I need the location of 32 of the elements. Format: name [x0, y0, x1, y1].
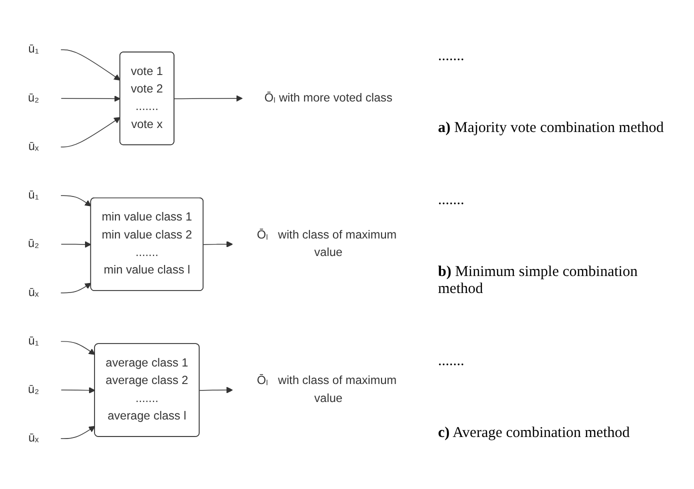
- node-label: value: [314, 392, 342, 406]
- arrow: [60, 50, 120, 81]
- node-label: value: [314, 246, 342, 260]
- node-text: Ōₗ with class of maximum: [256, 374, 397, 388]
- node-text: ūₓ: [28, 432, 39, 445]
- caption-text: b) Minimum simple combination method: [438, 264, 639, 298]
- node-text: ū₂: [28, 92, 40, 105]
- arrow: [60, 341, 96, 356]
- arrow: [203, 241, 233, 248]
- arrow: [60, 241, 92, 248]
- arrow: [60, 426, 96, 440]
- caption-text: .......: [438, 192, 466, 208]
- arrow: [60, 387, 96, 394]
- arrow: [60, 196, 92, 207]
- node-text: Ōₗ with class of maximum: [256, 229, 397, 242]
- node-text: ūₓ: [28, 286, 39, 299]
- node-text: ū₁: [28, 43, 39, 56]
- arrow: [199, 387, 233, 394]
- caption-text: a) Majority vote combination method: [438, 120, 665, 136]
- node-text: ū₁: [28, 335, 39, 348]
- node-text: ūₓ: [28, 140, 39, 154]
- caption-text: .......: [438, 352, 466, 370]
- node-text: Ōₗ with more voted class: [264, 92, 392, 105]
- caption-text: .......: [438, 48, 466, 64]
- node-text: ū₂: [28, 238, 40, 250]
- arrow: [60, 283, 92, 294]
- node-text: ū₂: [28, 384, 40, 396]
- node-text: ū₁: [28, 189, 39, 202]
- arrow: [60, 96, 120, 102]
- arrow: [60, 117, 120, 148]
- arrow: [174, 95, 243, 102]
- caption-text: c) Average combination method: [438, 424, 631, 442]
